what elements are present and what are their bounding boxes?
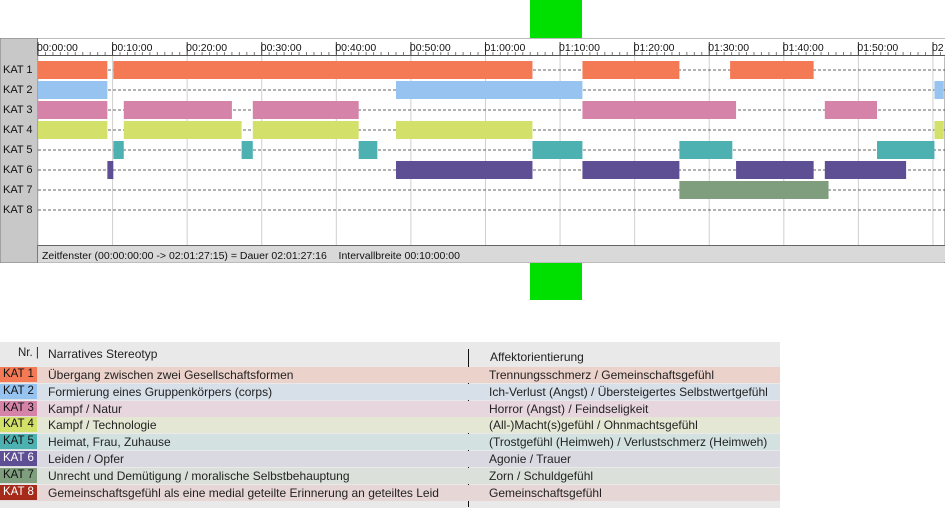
segment-bar bbox=[679, 141, 733, 159]
segment-bar bbox=[532, 141, 583, 159]
category-label: KAT 4 bbox=[3, 124, 33, 136]
timeline-chart: 00:00:00 00:10:00 00:20:00 00:30:00 00:40:00… bbox=[0, 38, 945, 263]
legend-affekt: Ich-Verlust (Angst) / Übersteigertes Sel… bbox=[489, 384, 768, 399]
time-ruler bbox=[38, 38, 945, 57]
category-label: KAT 7 bbox=[3, 184, 33, 196]
segment-bar bbox=[934, 81, 944, 99]
legend-stereotyp: Heimat, Frau, Zuhause bbox=[48, 435, 171, 450]
tick-label: 00:30:00 bbox=[261, 42, 302, 54]
category-label: KAT 6 bbox=[3, 164, 33, 176]
legend-stereotyp: Kampf / Technologie bbox=[48, 418, 157, 433]
segment-bar bbox=[123, 121, 242, 139]
segment-bar bbox=[38, 61, 108, 79]
legend-stereotyp: Übergang zwischen zwei Gesellschaftsform… bbox=[48, 368, 294, 382]
legend-affekt: Gemeinschaftsgefühl bbox=[489, 485, 602, 500]
legend-row: KAT 1 Übergang zwischen zwei Gesellschaft… bbox=[0, 367, 780, 383]
legend-row: KAT 3 Kampf / Natur Horror (Angst) / Feind… bbox=[0, 400, 780, 417]
legend-affekt: Horror (Angst) / Feindseligkeit bbox=[489, 401, 649, 416]
legend-row: KAT 8 Gemeinschaftsgefühl als eine medial… bbox=[0, 484, 780, 501]
status-bar bbox=[38, 246, 945, 262]
segment-bar bbox=[730, 61, 814, 79]
segment-bar bbox=[107, 161, 114, 179]
tick-label: 00:50:00 bbox=[410, 42, 451, 54]
category-label-column bbox=[0, 38, 38, 263]
tick-label: 01:50:00 bbox=[857, 42, 898, 54]
segment-bar bbox=[582, 161, 680, 179]
tick-label: 01:00:00 bbox=[484, 42, 525, 54]
legend-category-badge: KAT 3 bbox=[0, 400, 37, 416]
legend-stereotyp: Gemeinschaftsgefühl als eine medial gete… bbox=[48, 485, 439, 500]
legend-header-row: Nr. | Narratives Stereotyp Affektorienti… bbox=[0, 346, 780, 364]
green-marker-bottom bbox=[530, 262, 582, 300]
segment-bar bbox=[123, 101, 232, 119]
legend-category-badge: KAT 1 bbox=[0, 367, 37, 382]
segment-bar bbox=[395, 161, 533, 179]
legend-row: KAT 7 Unrecht und Demütigung / moralische… bbox=[0, 467, 780, 484]
legend-header-nr: Nr. | bbox=[18, 347, 39, 359]
legend-category-badge: KAT 7 bbox=[0, 467, 37, 483]
legend-category-badge: KAT 8 bbox=[0, 484, 37, 500]
legend-row: KAT 4 Kampf / Technologie (All-)Macht(s)ge… bbox=[0, 417, 780, 434]
segment-bar bbox=[252, 101, 359, 119]
segment-bar bbox=[358, 141, 378, 159]
tick-label: 00:40:00 bbox=[335, 42, 376, 54]
legend-affekt: (Trostgefühl (Heimweh) / Verlustschmerz … bbox=[489, 435, 768, 450]
category-label: KAT 1 bbox=[3, 64, 33, 76]
category-label: KAT 3 bbox=[3, 104, 33, 116]
tick-label: 01:40:00 bbox=[783, 42, 824, 54]
tick-label: 00:10:00 bbox=[112, 42, 153, 54]
legend-stereotyp: Formierung eines Gruppenkörpers (corps) bbox=[48, 384, 273, 399]
tick-label: 00:20:00 bbox=[186, 42, 227, 54]
segment-bar bbox=[241, 141, 253, 159]
segment-bar bbox=[38, 121, 108, 139]
segment-bar bbox=[395, 81, 583, 99]
legend-table: Nr. | Narratives Stereotyp Affektorienti… bbox=[0, 342, 780, 508]
segment-bar bbox=[395, 121, 533, 139]
tick-label: 01:10:00 bbox=[559, 42, 600, 54]
category-label: KAT 8 bbox=[3, 204, 33, 216]
legend-category-badge: KAT 6 bbox=[0, 451, 37, 466]
status-bar-text: Zeitfenster (00:00:00:00 -> 02:01:27:15)… bbox=[42, 250, 460, 262]
legend-row: KAT 6 Leiden / Opfer Agonie / Trauer bbox=[0, 451, 780, 467]
legend-header-stereotyp: Narratives Stereotyp bbox=[48, 347, 158, 361]
legend-row: KAT 5 Heimat, Frau, Zuhause (Trostgefühl (… bbox=[0, 434, 780, 451]
tick-label: 01:30:00 bbox=[708, 42, 749, 54]
legend-affekt: Zorn / Schuldgefühl bbox=[489, 468, 594, 483]
green-marker-top bbox=[530, 0, 582, 38]
segment-bar bbox=[824, 101, 878, 119]
legend-affekt: Agonie / Trauer bbox=[489, 452, 572, 466]
legend-stereotyp: Unrecht und Demütigung / moralische Selb… bbox=[48, 468, 350, 483]
segment-bar bbox=[252, 121, 359, 139]
legend-stereotyp: Kampf / Natur bbox=[48, 401, 123, 416]
category-label: KAT 5 bbox=[3, 144, 33, 156]
tick-label: 01:20:00 bbox=[634, 42, 675, 54]
legend-category-badge: KAT 5 bbox=[0, 434, 37, 450]
legend-affekt: Trennungsschmerz / Gemeinschaftsgefühl bbox=[489, 368, 714, 382]
segment-bar bbox=[824, 161, 907, 179]
segment-bar bbox=[582, 61, 680, 79]
tick-label: 00:00:00 bbox=[37, 42, 78, 54]
legend-affekt: (All-)Macht(s)gefühl / Ohnmachtsgefühl bbox=[489, 418, 698, 433]
legend-header-affekt: Affektorientierung bbox=[490, 350, 584, 364]
tick-label: 02 bbox=[932, 42, 944, 54]
segment-bar bbox=[877, 141, 935, 159]
legend-row: KAT 2 Formierung eines Gruppenkörpers (co… bbox=[0, 383, 780, 400]
segment-bar bbox=[38, 81, 108, 99]
segment-bar bbox=[113, 61, 533, 79]
category-label: KAT 2 bbox=[3, 84, 33, 96]
segment-bar bbox=[582, 101, 737, 119]
segment-bar bbox=[736, 161, 814, 179]
legend-category-badge: KAT 2 bbox=[0, 383, 37, 399]
legend-stereotyp: Leiden / Opfer bbox=[48, 452, 125, 466]
segment-bar bbox=[679, 181, 829, 199]
legend-category-badge: KAT 4 bbox=[0, 417, 37, 433]
segment-bar bbox=[934, 121, 944, 139]
segment-bar bbox=[113, 141, 124, 159]
segment-bar bbox=[38, 101, 108, 119]
